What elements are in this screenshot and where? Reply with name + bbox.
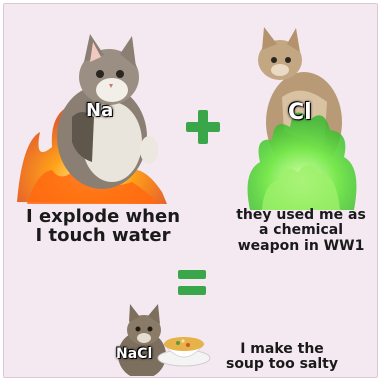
chlorine-caption-line-2: a chemical (258, 222, 343, 239)
plus-icon (184, 108, 222, 146)
sodium-caption-line-1: I explode when (25, 206, 181, 227)
nacl-caption-line-2: soup too salty (225, 356, 338, 373)
nacl-symbol: NaCl (116, 346, 153, 362)
nacl-caption-line-1: I make the (240, 341, 324, 357)
chlorine-symbol: Cl (288, 100, 312, 125)
sodium-caption-line-2: I touch water (35, 224, 171, 246)
chlorine-caption: they used me as a chemical weapon in WW1 (226, 207, 376, 254)
chlorine-cat-image: Cl (232, 22, 372, 212)
sodium-caption: I explode when I touch water (14, 206, 192, 246)
sodium-cat-image: Na (12, 22, 172, 212)
nacl-caption: I make the soup too salty (216, 341, 348, 373)
chlorine-caption-line-3: weapon in WW1 (237, 237, 365, 254)
equals-icon (176, 266, 208, 300)
nacl-cat-image: NaCl (112, 300, 212, 376)
meme-card: Na (3, 3, 378, 378)
chlorine-caption-line-1: they used me as (236, 207, 366, 223)
sodium-symbol: Na (86, 100, 114, 121)
